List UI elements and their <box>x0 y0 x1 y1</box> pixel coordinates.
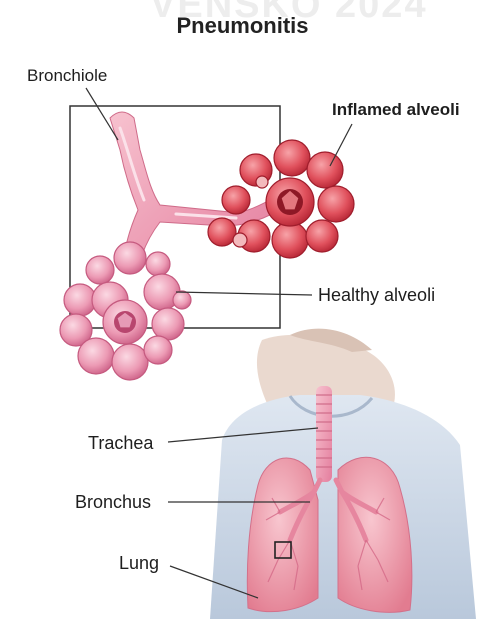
healthy-alveoli-cluster <box>60 242 191 380</box>
bronchiole-pointer <box>86 88 118 140</box>
label-trachea: Trachea <box>88 433 153 454</box>
inflamed-alveoli-pointer <box>330 124 352 166</box>
label-inflamed-alveoli: Inflamed alveoli <box>332 100 460 120</box>
diagram-title: Pneumonitis <box>0 13 485 39</box>
label-lung: Lung <box>119 553 159 574</box>
label-healthy-alveoli: Healthy alveoli <box>318 285 435 306</box>
label-bronchiole: Bronchiole <box>27 66 107 86</box>
inflamed-alveoli-cluster <box>208 140 354 258</box>
healthy-alveoli-pointer <box>176 292 312 295</box>
label-bronchus: Bronchus <box>75 492 151 513</box>
trachea <box>316 386 332 482</box>
